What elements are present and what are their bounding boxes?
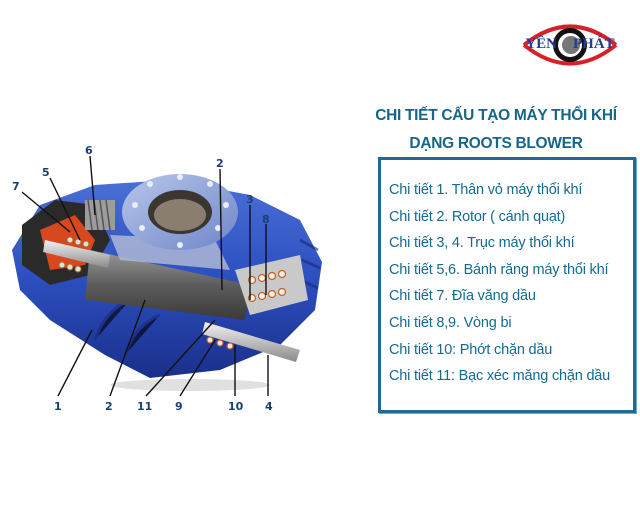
brand-logo: YÊN PHÁT: [520, 14, 620, 76]
blower-cutaway-illustration: [0, 130, 340, 430]
legend-item: Chi tiết 10: Phớt chặn dầu: [389, 341, 553, 358]
title-line-2: DẠNG ROOTS BLOWER: [409, 135, 583, 152]
legend-item: Chi tiết 5,6. Bánh răng máy thổi khí: [389, 261, 609, 278]
callout-4: 4: [265, 400, 273, 413]
callout-2-top: 2: [216, 157, 224, 170]
brand-name-left: YÊN: [525, 36, 557, 52]
callout-8: 8: [262, 213, 270, 226]
callout-7: 7: [12, 180, 20, 193]
callout-10: 10: [228, 400, 244, 413]
callout-6: 6: [85, 144, 93, 157]
title-line-1: CHI TIẾT CẤU TẠO MÁY THỔI KHÍ: [375, 107, 617, 124]
callout-1: 1: [54, 400, 62, 413]
callout-2-bottom: 2: [105, 400, 113, 413]
legend-item: Chi tiết 7. Đĩa văng dầu: [389, 288, 536, 305]
legend-item: Chi tiết 2. Rotor ( cánh quạt): [389, 208, 566, 225]
legend-item: Chi tiết 1. Thân vỏ máy thổi khí: [389, 182, 583, 198]
legend-item: Chi tiết 8,9. Vòng bi: [389, 314, 512, 331]
legend-item: Chi tiết 3, 4. Trục máy thổi khí: [389, 235, 575, 252]
callout-5: 5: [42, 166, 50, 179]
roots-blower-icon: [12, 155, 322, 397]
brand-name: YÊN PHÁT: [520, 36, 620, 53]
callout-3: 3: [246, 193, 254, 206]
diagram-title: CHI TIẾT CẤU TẠO MÁY THỔI KHÍ DẠNG ROOTS…: [352, 102, 640, 158]
callout-9: 9: [175, 400, 183, 413]
legend-item: Chi tiết 11: Bạc xéc măng chặn dầu: [389, 368, 611, 385]
brand-name-right: PHÁT: [573, 36, 615, 52]
parts-legend: Chi tiết 1. Thân vỏ máy thổi khí Chi tiế…: [378, 157, 636, 413]
callout-11: 11: [137, 400, 153, 413]
eye-logo-icon: [522, 24, 618, 66]
